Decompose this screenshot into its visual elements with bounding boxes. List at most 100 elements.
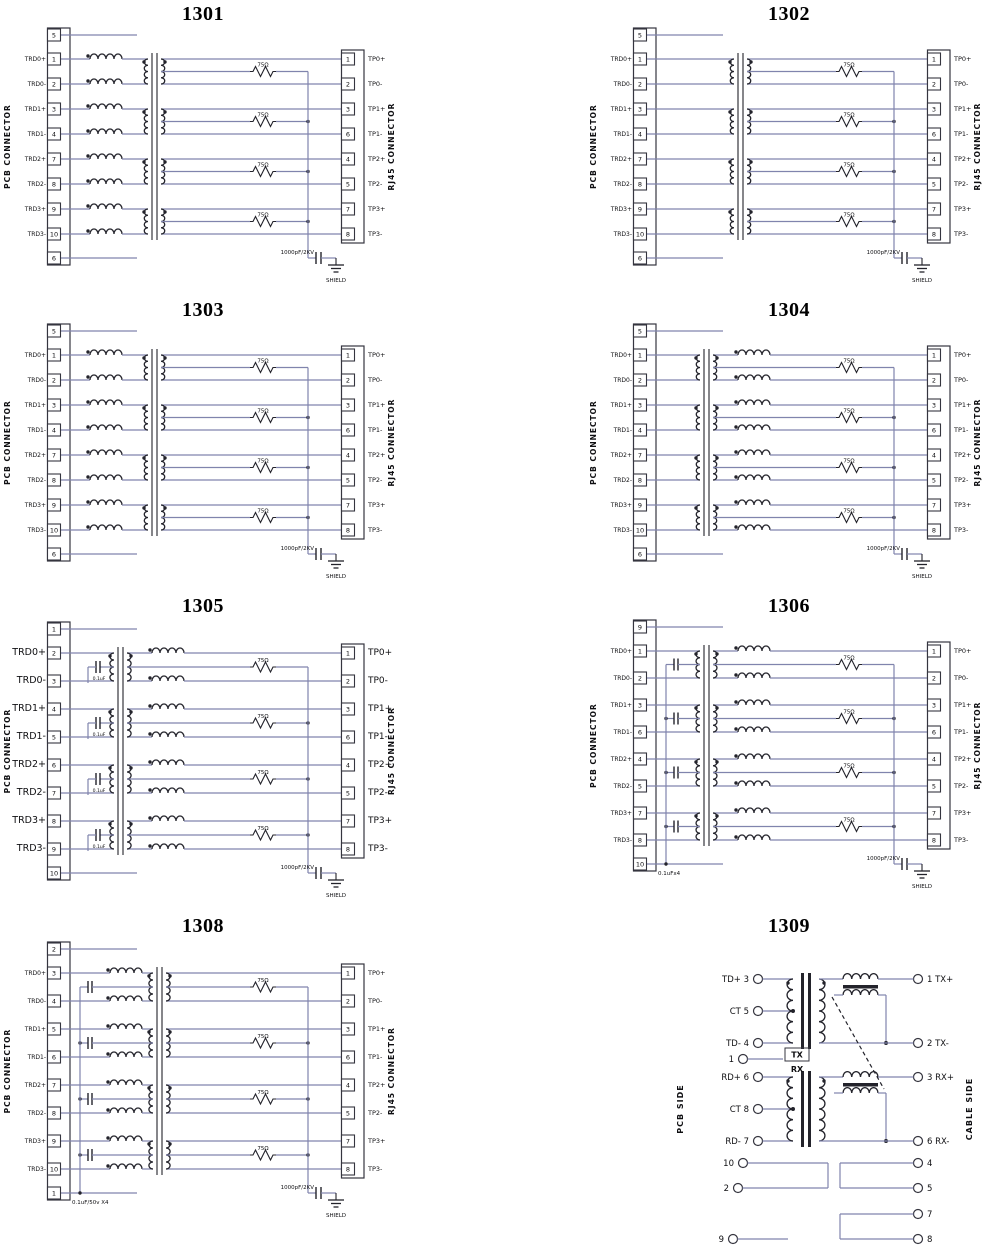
coil-winding [89, 153, 123, 160]
junction-dot [694, 652, 698, 656]
resistor [836, 65, 862, 78]
pin-8-circle [912, 1233, 924, 1245]
rj45-connector [926, 345, 951, 540]
pin-box [632, 28, 648, 42]
schematic-title-1302: 1302 [768, 3, 810, 25]
resistor-value: 75Ω [843, 764, 854, 770]
signal-label: TRD1+ [24, 106, 46, 113]
pin-2-circle [732, 1182, 744, 1194]
pin-number: 5 [638, 327, 642, 335]
tp-label: TP0- [367, 997, 383, 1005]
coil-winding [151, 675, 185, 682]
pin-number: 3 [52, 969, 56, 977]
pin-number: 9 [52, 1137, 56, 1145]
shield-label: SHIELD [912, 278, 932, 284]
tp-label: TP0- [953, 80, 969, 88]
signal-label: TRD0- [27, 81, 46, 88]
signal-label: TRD2- [613, 783, 632, 790]
pin-number: 10 [50, 526, 58, 534]
pin-number: 8 [638, 836, 642, 844]
junction-dot [734, 835, 738, 839]
capacitor-value: 1000pF/2KV [281, 865, 315, 871]
resistor [836, 215, 862, 228]
pin-number: 4 [52, 426, 56, 434]
channel-group-3: 75Ω [60, 203, 342, 235]
pin-box [340, 842, 356, 856]
pin-box [340, 994, 356, 1008]
junction-dot [734, 781, 738, 785]
channel-group-1: 75Ω [60, 103, 342, 135]
pin-number: 2 [932, 80, 936, 88]
resistor-value: 75Ω [843, 509, 854, 515]
pin-number: 10 [50, 1165, 58, 1173]
pin-number: 1 [52, 625, 56, 633]
pin-box [632, 152, 648, 166]
signal-label: TRD0- [27, 377, 46, 384]
signal-label: TRD3+ [610, 810, 632, 817]
pcb-connector-label: PCB CONNECTOR [3, 104, 12, 189]
pin-box [926, 473, 942, 487]
resistor-value: 75Ω [257, 658, 268, 664]
pin-number: 7 [52, 789, 56, 797]
pin-box [46, 1078, 62, 1092]
schematic-title-1303: 1303 [182, 299, 224, 321]
pcb-connector-label: PCB CONNECTOR [589, 104, 598, 189]
resistor-value: 75Ω [257, 509, 268, 515]
resistor [250, 828, 276, 842]
junction-dot [715, 506, 719, 510]
pin-box [46, 866, 62, 880]
pin-6-circle [912, 1135, 924, 1147]
tp-label: TP3- [367, 844, 388, 854]
pin-box [46, 498, 62, 512]
pin-box [926, 671, 942, 685]
pin-box [46, 102, 62, 116]
signal-label: TRD1- [16, 731, 46, 742]
pin-box [340, 448, 356, 462]
pin-number: 8 [638, 476, 642, 484]
junction-dot [728, 110, 732, 114]
pin-box [926, 373, 942, 387]
pin-label: 10 [723, 1159, 734, 1169]
pin-number: 9 [638, 501, 642, 509]
pin-number: 6 [932, 728, 936, 736]
pin-box [340, 127, 356, 141]
channel-group-3: 75Ω [646, 208, 928, 235]
pin-2-circle [912, 1037, 924, 1049]
rj45-connector [340, 643, 365, 859]
pin-number: 10 [636, 230, 644, 238]
channel-group-0: 75Ω [60, 967, 342, 1002]
pin-number: 3 [638, 105, 642, 113]
signal-label: TRD1+ [610, 106, 632, 113]
coil-winding [109, 1107, 143, 1114]
signal-label: TRD3- [27, 1166, 46, 1173]
pin-number: 5 [932, 180, 936, 188]
pin-box [632, 498, 648, 512]
channel-group-0: 75Ω [60, 349, 342, 381]
coil-winding [143, 208, 149, 235]
pin-number: 1 [52, 55, 56, 63]
resistor [250, 1148, 276, 1162]
pin-label: 2 TX- [927, 1039, 949, 1049]
tp-label: TP2+ [367, 1081, 385, 1089]
coil-winding [842, 973, 879, 980]
coil-winding [109, 1135, 143, 1142]
pin-box [46, 994, 62, 1008]
channel-group-3: 75Ω [60, 499, 342, 531]
pin-number: 7 [52, 155, 56, 163]
pin-box [926, 779, 942, 793]
signal-label: TRD0+ [24, 56, 46, 63]
transformer-core [808, 1071, 811, 1147]
channel-group-1: 75Ω [60, 1023, 342, 1058]
junction-dot [106, 996, 110, 1000]
pin-label: TD+ 3 [721, 975, 749, 985]
junction-dot [734, 700, 738, 704]
pin-box [340, 1106, 356, 1120]
coil-winding [729, 208, 735, 235]
pin-box [46, 730, 62, 744]
pcb-connector-label: PCB CONNECTOR [589, 400, 598, 485]
pin-box [46, 1022, 62, 1036]
pin-box [632, 725, 648, 739]
